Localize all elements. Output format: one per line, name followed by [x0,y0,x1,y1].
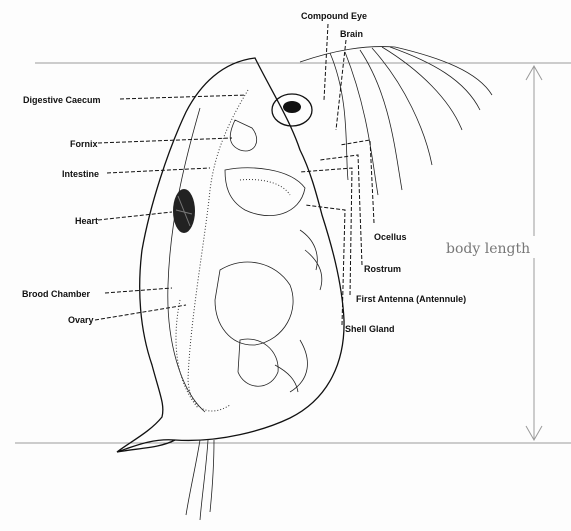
label-shell-gland: Shell Gland [345,324,395,334]
fornix-structure [230,120,256,151]
label-heart: Heart [75,216,98,226]
second-antenna-base [300,47,395,62]
brood-embryo [215,262,293,345]
label-rostrum: Rostrum [364,264,401,274]
label-first-antenna: First Antenna (Antennule) [356,294,466,304]
shell-gland-texture [240,180,290,195]
label-fornix: Fornix [70,139,98,149]
shell-gland-outline [225,168,305,216]
label-brood-chamber: Brood Chamber [22,289,91,299]
label-brain: Brain [340,29,363,39]
postabdominal-setae [186,440,214,520]
label-ocellus: Ocellus [374,232,407,242]
compound-eye [283,101,301,113]
label-ovary: Ovary [68,315,94,325]
label-intestine: Intestine [62,169,99,179]
carapace-inner-wall [168,108,205,412]
thoracic-limbs [275,230,322,392]
leader-lines [95,24,374,325]
antenna-setae [330,47,492,195]
ovary-strand [176,300,198,408]
label-digestive-caecum: Digestive Caecum [23,95,101,105]
label-compound-eye: Compound Eye [301,11,367,21]
brood-embryo-lower [238,339,278,386]
body-length-label: body length [446,241,530,257]
